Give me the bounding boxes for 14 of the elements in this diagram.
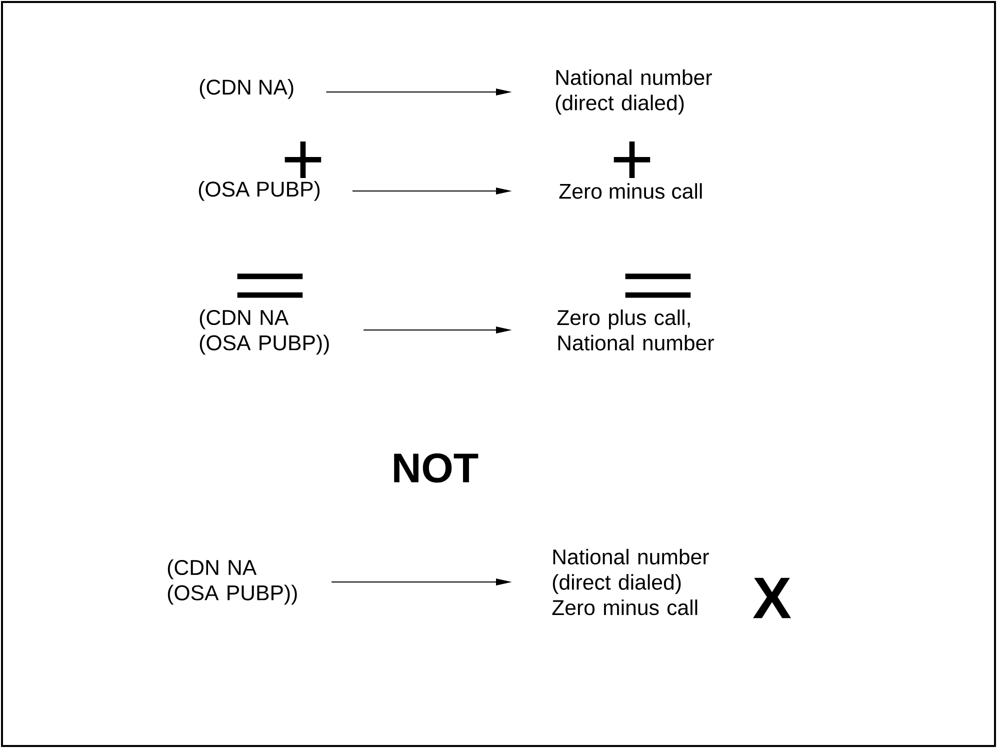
text-label: National number (direct dialed) Zero minus call xyxy=(552,548,709,616)
text-label: (OSA PUBP) xyxy=(198,181,320,201)
equals-sign: = xyxy=(625,274,691,298)
plus-sign: + xyxy=(614,141,650,178)
text-label: National number (direct dialed) xyxy=(556,69,712,115)
equals-sign: = xyxy=(237,274,303,298)
text-label: (CDN NA) xyxy=(200,79,294,99)
text-label: (CDN NA (OSA PUBP)) xyxy=(168,559,297,605)
heading: NOT xyxy=(394,453,478,483)
plus-sign: + xyxy=(284,141,322,178)
cross-mark: X xyxy=(752,578,792,618)
text-label: Zero minus call xyxy=(559,183,702,199)
text-label: (CDN NA (OSA PUBP)) xyxy=(200,309,329,355)
text-label: Zero plus call, National number xyxy=(557,310,714,350)
